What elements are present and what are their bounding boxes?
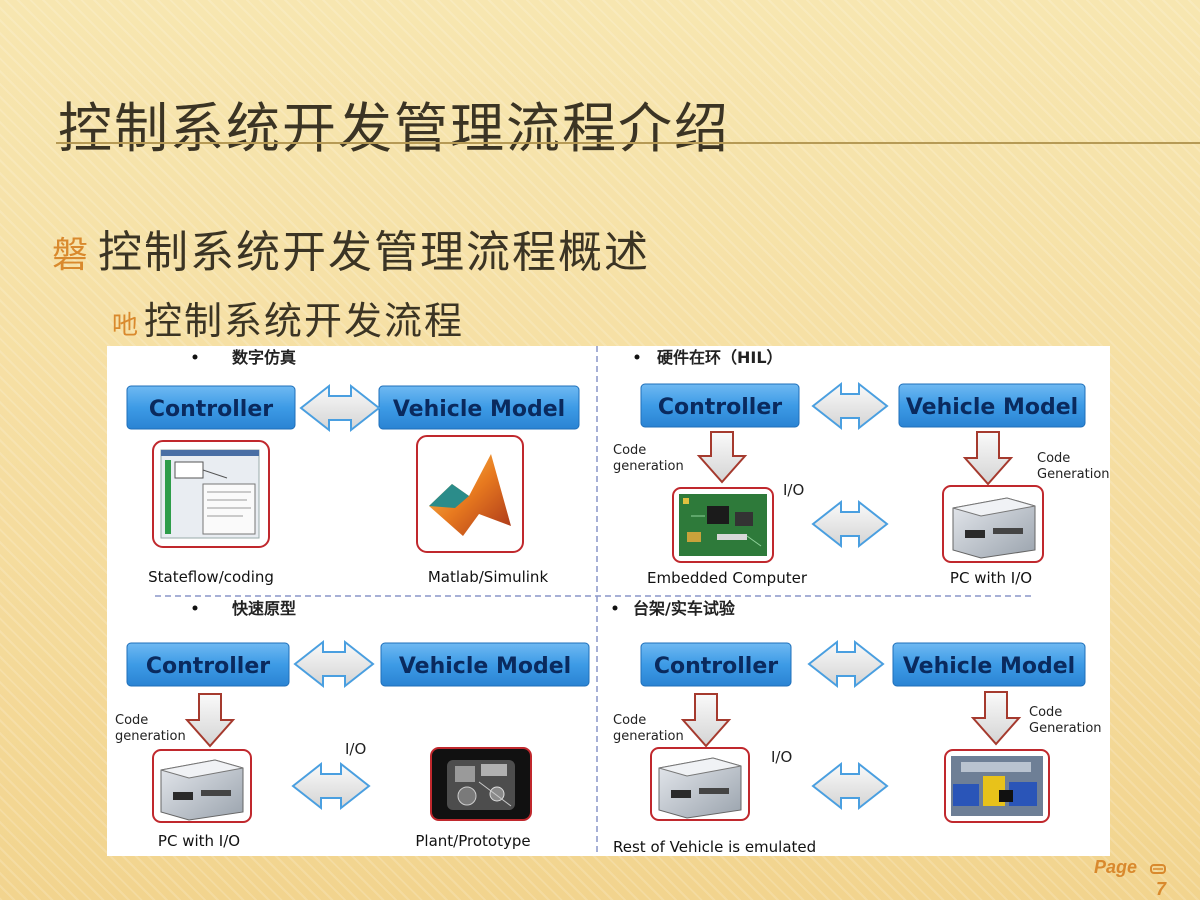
pc-box-icon: [658, 757, 742, 819]
io-label: I/O: [771, 748, 792, 766]
matlab-caption: Matlab/Simulink: [428, 568, 549, 586]
bullet-level2-marker: 吔: [112, 311, 139, 341]
quadrant-heading: 快速原型: [232, 599, 296, 618]
code-generation-label: Generation: [1037, 467, 1110, 482]
title-underline: [56, 142, 1200, 144]
bullet-level1: 磐 控制系统开发管理流程概述: [52, 216, 650, 280]
io-label: I/O: [345, 740, 366, 758]
controller-box: [126, 385, 296, 430]
quadrant-heading: 数字仿真: [232, 348, 296, 367]
stateflow-screenshot-icon: [160, 449, 260, 539]
engine-icon: [447, 760, 515, 810]
code-generation-label: Code: [1029, 705, 1062, 720]
embedded-computer-caption: Embedded Computer: [647, 569, 808, 587]
plant-prototype-caption: Plant/Prototype: [415, 832, 530, 850]
page-glyph-icon: [1150, 864, 1166, 874]
quadrant-bullet-dot: [192, 354, 198, 360]
code-generation-label: Code: [1037, 451, 1070, 466]
down-arrow: [184, 693, 236, 748]
bidirectional-arrow: [811, 761, 889, 811]
bullet-level2: 吔 控制系统开发流程: [112, 290, 464, 345]
stateflow-caption: Stateflow/coding: [148, 568, 274, 586]
controller-label: Controller: [654, 654, 778, 679]
code-generation-label: Code: [115, 713, 148, 728]
diagram-canvas: 数字仿真 Controller Vehicle Model Stateflow/…: [115, 346, 1110, 856]
down-arrow: [962, 431, 1014, 486]
bidirectional-arrow: [807, 639, 885, 689]
test-bench-icon: [951, 756, 1043, 816]
pc-io-caption: PC with I/O: [950, 569, 1032, 587]
vehicle-model-box: [892, 642, 1086, 687]
quadrant-bullet-dot: [634, 354, 640, 360]
development-process-diagram: 数字仿真 Controller Vehicle Model Stateflow/…: [107, 346, 1110, 856]
code-generation-label: generation: [613, 729, 684, 744]
quadrant-heading: 硬件在环（HIL）: [657, 348, 783, 367]
matlab-image-frame: [416, 435, 524, 553]
matlab-logo-icon: [429, 454, 511, 536]
code-generation-label: generation: [613, 459, 684, 474]
page-label: Page: [1094, 857, 1138, 877]
bidirectional-arrow: [811, 381, 889, 431]
vehicle-model-label: Vehicle Model: [399, 654, 571, 679]
circuit-board-icon: [679, 494, 767, 556]
controller-label: Controller: [149, 397, 273, 422]
io-label: I/O: [783, 481, 804, 499]
code-generation-label: Generation: [1029, 721, 1102, 736]
vehicle-model-label: Vehicle Model: [393, 397, 565, 422]
quadrant-bullet-dot: [192, 605, 198, 611]
quadrant-digital-simulation: 数字仿真 Controller Vehicle Model Stateflow/…: [126, 348, 580, 586]
down-arrow: [696, 431, 748, 484]
code-generation-label: Code: [613, 443, 646, 458]
pc-box-icon: [160, 759, 244, 821]
quadrant-hardware-in-loop: 硬件在环（HIL） Controller Vehicle Model Code …: [613, 348, 1110, 587]
pc-io-caption: PC with I/O: [158, 832, 240, 850]
bidirectional-arrow: [811, 499, 889, 549]
down-arrow: [680, 693, 732, 748]
vehicle-model-box: [898, 383, 1086, 428]
controller-label: Controller: [146, 654, 270, 679]
vehicle-model-box: [380, 642, 590, 687]
bidirectional-arrow: [293, 639, 375, 689]
controller-box: [640, 383, 800, 428]
bidirectional-arrow: [299, 383, 381, 433]
vehicle-model-label: Vehicle Model: [906, 395, 1078, 420]
controller-label: Controller: [658, 395, 782, 420]
slide-title: 控制系统开发管理流程介绍: [58, 97, 730, 160]
quadrant-bullet-dot: [612, 605, 618, 611]
bullet-level1-marker: 磐: [52, 235, 89, 276]
rest-of-vehicle-caption: Rest of Vehicle is emulated: [613, 838, 816, 856]
pc-box-icon: [952, 497, 1036, 559]
vehicle-model-label: Vehicle Model: [903, 654, 1075, 679]
quadrant-rapid-prototyping: 快速原型 Controller Vehicle Model Code gener…: [115, 599, 590, 850]
down-arrow: [970, 691, 1022, 746]
page-number: 7: [1156, 879, 1167, 899]
bullet-level1-text: 控制系统开发管理流程概述: [98, 227, 651, 278]
bidirectional-arrow: [291, 761, 371, 811]
code-generation-label: Code: [613, 713, 646, 728]
controller-box: [126, 642, 290, 687]
controller-box: [640, 642, 792, 687]
quadrant-heading: 台架/实车试验: [633, 599, 736, 618]
quadrant-bench-vehicle-test: 台架/实车试验 Controller Vehicle Model Code ge…: [612, 599, 1102, 856]
bullet-level2-text: 控制系统开发流程: [144, 299, 465, 343]
code-generation-label: generation: [115, 729, 186, 744]
